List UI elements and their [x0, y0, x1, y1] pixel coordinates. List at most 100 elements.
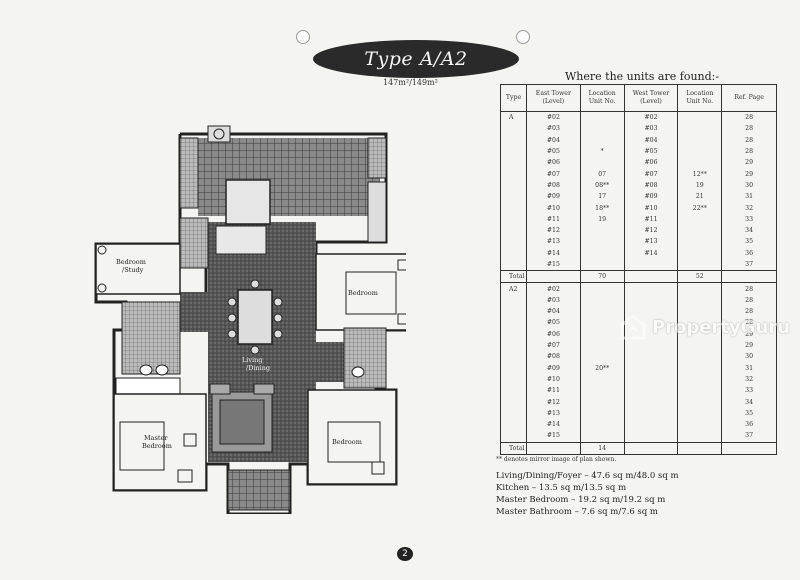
type-cell [500, 419, 527, 431]
units-table: Type East Tower (Level) Location Unit No… [500, 84, 777, 455]
table-cell: 28 [721, 123, 777, 135]
page-number: 2 [397, 547, 413, 561]
room-label-dining: /Dining [246, 364, 270, 372]
room-label-bedroom-bottom: Bedroom [332, 438, 362, 446]
type-cell [500, 236, 527, 248]
size-kitchen: Kitchen – 13.5 sq m/13.5 sq m [496, 483, 627, 493]
unit-area: 147m²/149m² [383, 78, 438, 87]
table-cell: 36 [721, 419, 777, 431]
table-cell [677, 282, 723, 295]
type-cell [500, 339, 527, 352]
col-header-east-level: East Tower (Level) [525, 84, 581, 112]
table-cell: #06 [525, 157, 581, 169]
table-cell [579, 247, 625, 259]
table-cell [623, 258, 679, 271]
table-cell: #05 [525, 145, 581, 158]
table-cell [677, 317, 723, 329]
table-cell: 30 [721, 179, 777, 192]
table-cell: 29 [721, 168, 777, 180]
table-cell [579, 317, 625, 329]
type-cell [500, 123, 527, 135]
total-cell [623, 270, 679, 284]
table-cell: 28 [721, 134, 777, 146]
table-cell [677, 396, 723, 408]
type-cell [500, 179, 527, 192]
table-cell: 35 [721, 407, 777, 420]
total-cell: 70 [579, 270, 625, 284]
floor-plan: Bedroom /Study Living /Dining Bedroom Ma… [94, 125, 406, 514]
table-cell [677, 258, 723, 271]
table-cell: 29 [721, 328, 777, 340]
table-cell: 28 [721, 306, 777, 318]
table-cell: #12 [623, 224, 679, 237]
table-cell [579, 111, 625, 124]
table-cell: #08 [525, 179, 581, 192]
table-cell [579, 157, 625, 169]
table-cell: * [579, 145, 625, 158]
punch-hole-right [516, 30, 530, 44]
type-cell [500, 247, 527, 259]
master-bedroom [113, 393, 207, 491]
table-cell [677, 294, 723, 307]
table-cell [623, 407, 679, 420]
table-cell: #02 [525, 282, 581, 295]
bedroom-study [95, 243, 181, 295]
table-cell: #03 [525, 294, 581, 307]
table-cell: 33 [721, 213, 777, 225]
type-cell [500, 294, 527, 307]
col-header-east-unit: Location Unit No. [579, 84, 625, 112]
table-cell [623, 385, 679, 397]
table-cell: 28 [721, 145, 777, 158]
type-cell [500, 396, 527, 408]
total-row: Total 14 [500, 441, 777, 455]
table-cell: 18** [579, 202, 625, 214]
table-cell: #05 [525, 317, 581, 329]
total-cell: Total [500, 441, 527, 455]
table-cell [623, 373, 679, 386]
table-cell: #09 [623, 191, 679, 203]
table-cell: 29 [721, 157, 777, 169]
table-cell [579, 328, 625, 340]
table-header-row: Type East Tower (Level) Location Unit No… [500, 84, 777, 112]
table-cell [579, 419, 625, 431]
table-cell: #10 [525, 202, 581, 214]
table-cell: 35 [721, 236, 777, 248]
table-cell [579, 294, 625, 307]
room-label-master: Master [144, 434, 168, 442]
table-cell [579, 339, 625, 352]
table-cell: 21 [677, 191, 723, 203]
table-cell: 32 [721, 373, 777, 386]
total-cell: 14 [579, 441, 625, 455]
table-cell: #07 [525, 168, 581, 180]
table-cell [579, 282, 625, 295]
col-header-west-unit: Location Unit No. [677, 84, 723, 112]
footnote: ** denotes mirror image of plan shown. [496, 456, 617, 463]
table-cell [677, 351, 723, 363]
table-cell: 19 [677, 179, 723, 192]
table-cell [579, 123, 625, 135]
table-cell: #13 [525, 236, 581, 248]
total-cell: 52 [677, 270, 723, 284]
table-cell [579, 407, 625, 420]
table-cell [623, 362, 679, 374]
type-cell [500, 306, 527, 318]
room-label-bedroom-right: Bedroom [348, 289, 378, 297]
room-sizes: Living/Dining/Foyer – 47.6 sq m/48.0 sq … [496, 470, 679, 518]
table-cell: #08 [623, 179, 679, 192]
type-cell [500, 362, 527, 374]
total-cell: Total [500, 270, 527, 284]
table-cell: #10 [623, 202, 679, 214]
